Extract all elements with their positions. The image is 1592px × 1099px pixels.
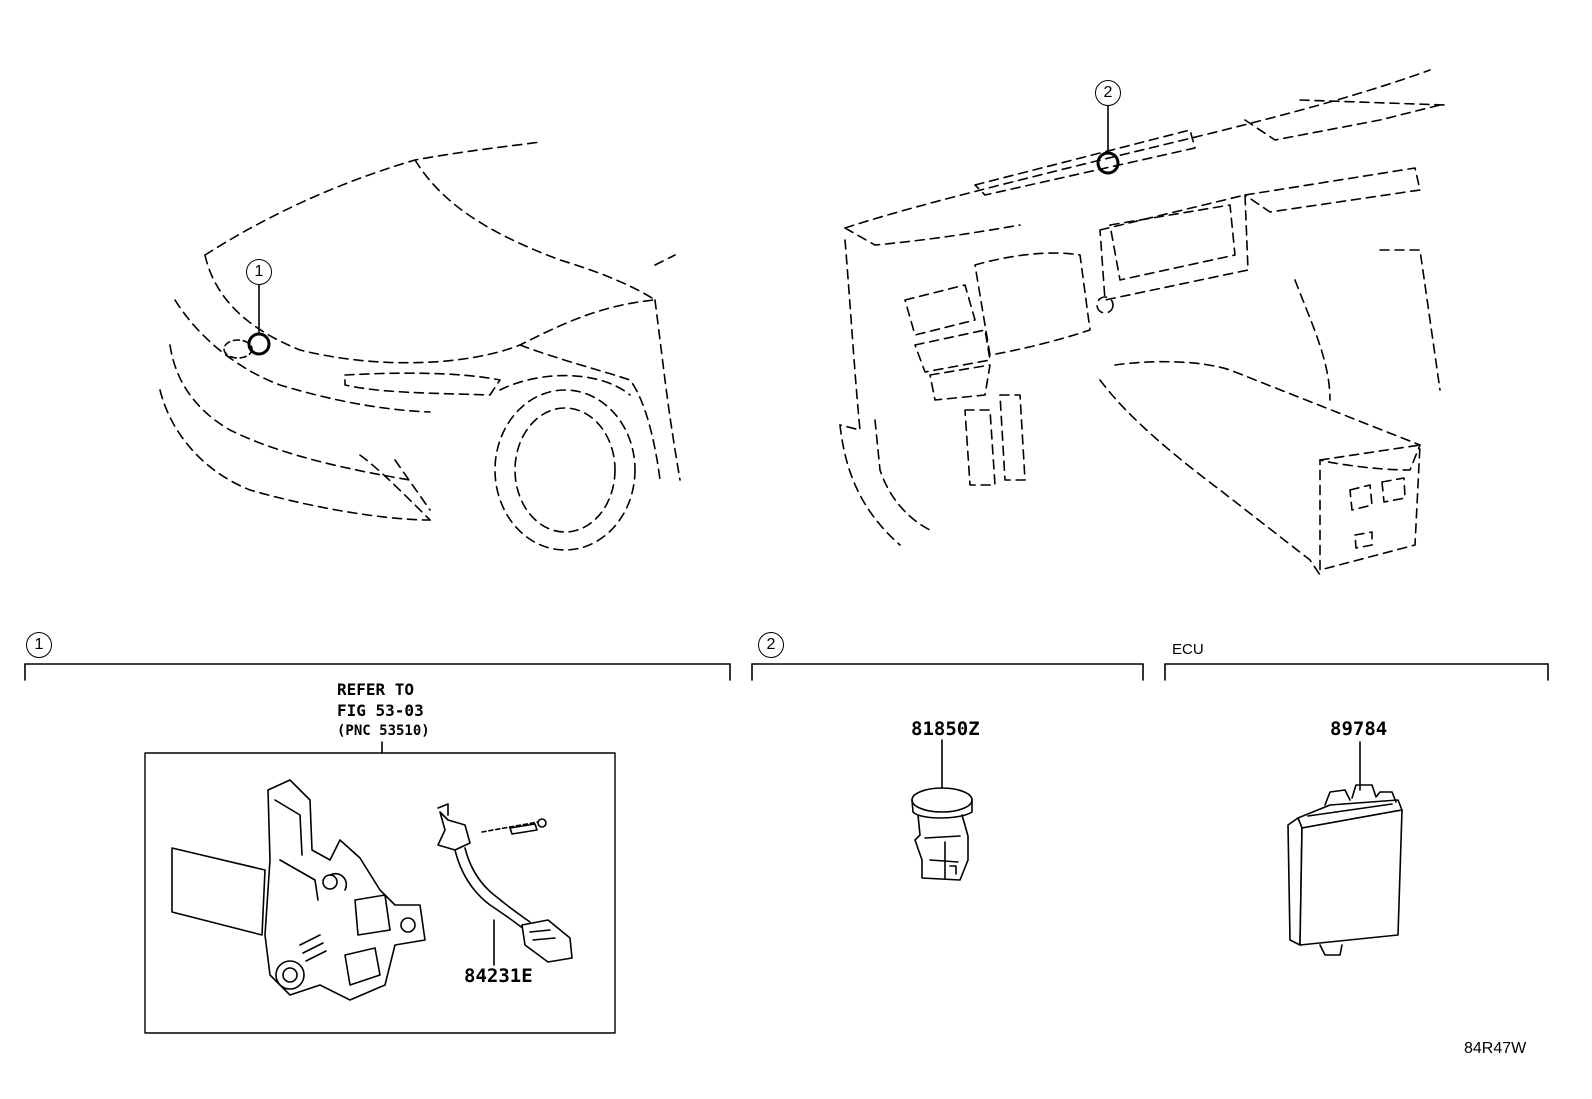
part-number-84231E: 84231E xyxy=(464,965,533,987)
section-bracket-1 xyxy=(24,663,731,681)
section-1-marker: 1 xyxy=(26,632,52,658)
callout-2-top: 2 xyxy=(1095,80,1121,106)
section-2-marker: 2 xyxy=(758,632,784,658)
refer-to-note-line2: FIG 53-03 xyxy=(337,701,424,720)
refer-to-note-line3: (PNC 53510) xyxy=(337,723,430,739)
ecu-section-label: ECU xyxy=(1172,641,1204,658)
dashboard-interior-view xyxy=(839,69,1446,576)
part-number-89784: 89784 xyxy=(1330,718,1388,740)
sensor-part-icon xyxy=(911,739,973,881)
callout-1-top: 1 xyxy=(246,259,272,285)
refer-to-note-line1: REFER TO xyxy=(337,680,415,699)
part-number-81850Z: 81850Z xyxy=(911,718,980,740)
car-front-exterior-view xyxy=(159,141,681,521)
callout-2-pointer xyxy=(1096,105,1120,175)
hood-courtesy-switch-icon xyxy=(437,803,573,966)
section-bracket-2 xyxy=(751,663,1144,681)
illustration-code: 84R47W xyxy=(1464,1040,1527,1057)
callout-1-pointer xyxy=(223,282,271,359)
hood-latch-reference-box xyxy=(144,741,616,1034)
hood-lock-assembly-icon xyxy=(171,779,426,1001)
front-wheel xyxy=(494,374,636,551)
section-bracket-ecu xyxy=(1164,663,1549,681)
ecu-part-icon xyxy=(1287,741,1403,956)
